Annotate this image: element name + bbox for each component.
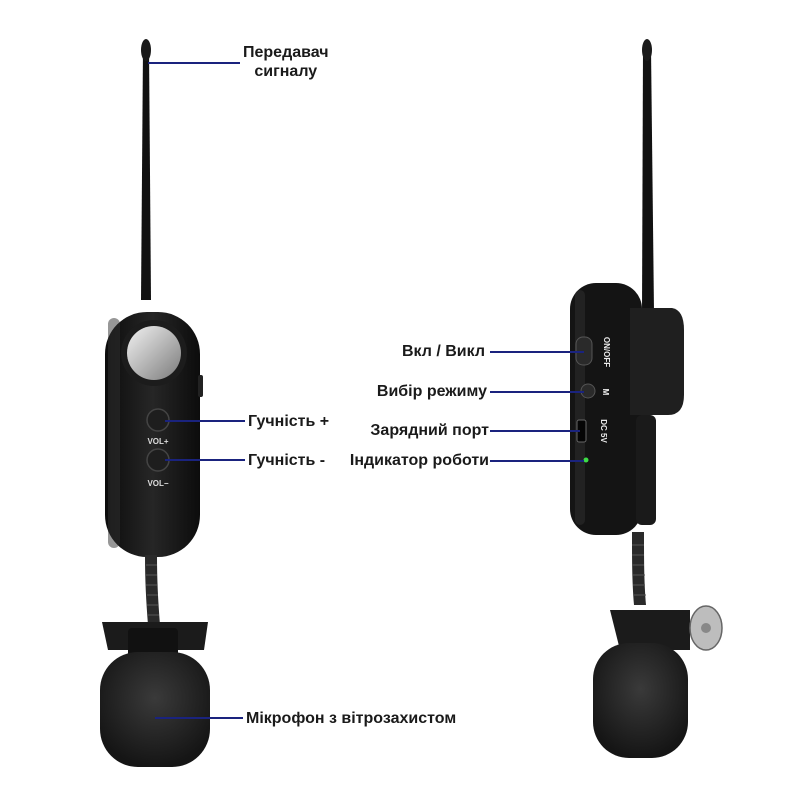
mic-leader-line [155,717,243,719]
left-transmitter: VOL+ VOL− [100,39,210,767]
vol-down-leader-line [165,459,245,461]
indicator-leader-line [490,460,584,462]
on-off-marking: ON/OFF [602,337,611,367]
charge-port-label: Зарядний порт [370,422,489,439]
right-transmitter: ON/OFF M DC 5V [570,39,723,758]
right-gooseneck [632,532,646,605]
right-clip [610,610,690,650]
mode-leader-line [490,391,584,393]
right-windscreen [593,643,688,758]
charge-port-leader-line [490,430,580,432]
dc5v-marking: DC 5V [599,419,608,443]
mic-label: Мікрофон з вітрозахистом [246,710,457,727]
antenna-label: Передавач сигналу [243,44,329,80]
left-windscreen [100,652,210,767]
status-led [583,457,589,463]
mode-label: Вибір режиму [376,383,487,400]
vol-down-label: Гучність - [248,452,326,469]
left-knob [127,326,181,380]
vol-up-leader-line [165,420,245,422]
right-antenna [642,43,654,312]
antenna-leader-line [148,62,240,64]
vol-up-label: Гучність + [248,413,330,430]
right-belt-clip [630,308,684,415]
vol-plus-marking: VOL+ [147,437,168,446]
vol-minus-marking: VOL− [147,479,168,488]
left-gooseneck [145,555,160,625]
indicator-label: Індикатор роботи [349,452,489,469]
mode-marking: M [601,389,610,396]
power-label: Вкл / Викл [401,343,485,360]
left-antenna [141,43,151,300]
power-leader-line [490,351,584,353]
left-antenna-tip [141,39,151,61]
